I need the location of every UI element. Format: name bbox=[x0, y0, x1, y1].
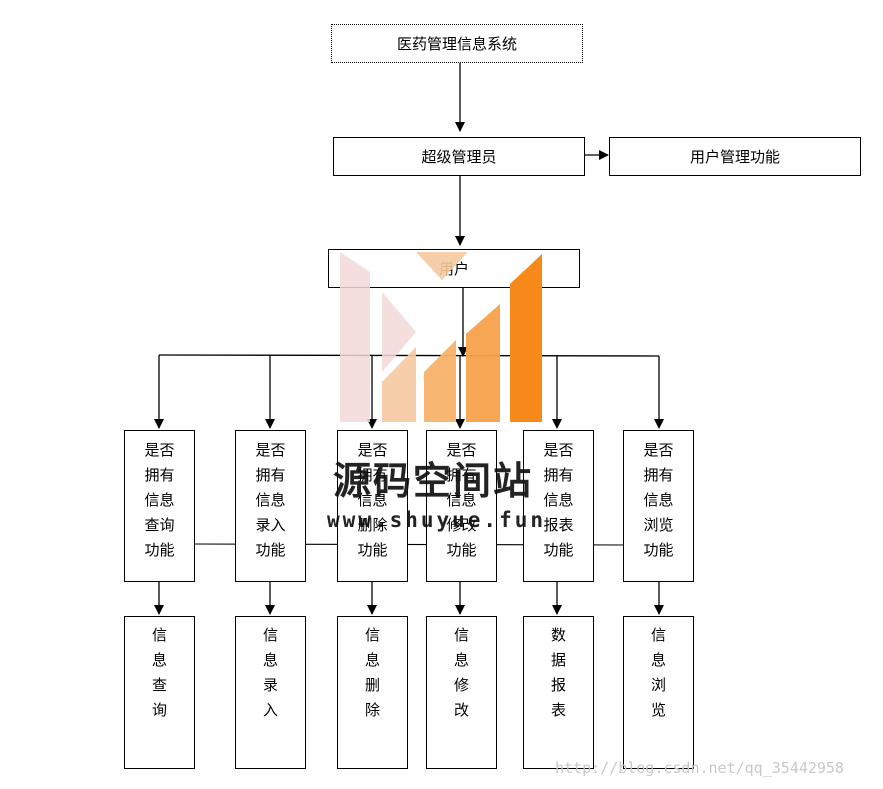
function-label: 信 息 录 入 bbox=[262, 626, 278, 719]
node-user-management: 用户管理功能 bbox=[609, 137, 861, 176]
node-super-admin: 超级管理员 bbox=[333, 137, 585, 176]
watermark-title: 源码空间站 bbox=[333, 459, 534, 503]
permission-label: 是否 拥有 信息 删除 功能 bbox=[357, 441, 388, 559]
permission-box-report: 是否 拥有 信息 报表 功能 bbox=[523, 430, 594, 582]
node-user-management-label: 用户管理功能 bbox=[689, 148, 780, 166]
permission-label: 是否 拥有 信息 录入 功能 bbox=[255, 441, 286, 559]
watermark-logo-shape bbox=[416, 252, 468, 280]
function-box-query: 信 息 查 询 bbox=[124, 616, 195, 769]
permission-box-entry: 是否 拥有 信息 录入 功能 bbox=[235, 430, 306, 582]
function-label: 信 息 修 改 bbox=[453, 626, 469, 719]
node-super-admin-label: 超级管理员 bbox=[421, 148, 497, 166]
function-label: 数 据 报 表 bbox=[550, 626, 566, 719]
watermark-logo-shape bbox=[382, 292, 416, 372]
permission-label: 是否 拥有 信息 修改 功能 bbox=[446, 441, 477, 559]
function-box-delete: 信 息 删 除 bbox=[337, 616, 408, 769]
function-label: 信 息 浏 览 bbox=[650, 626, 666, 719]
permission-label: 是否 拥有 信息 查询 功能 bbox=[144, 441, 175, 559]
permission-box-delete: 是否 拥有 信息 删除 功能 bbox=[337, 430, 408, 582]
permission-label: 是否 拥有 信息 报表 功能 bbox=[543, 441, 574, 559]
watermark-logo-shape bbox=[340, 252, 370, 422]
watermark-logo bbox=[340, 252, 542, 422]
function-label: 信 息 查 询 bbox=[151, 626, 167, 719]
watermark-logo-shape bbox=[466, 304, 500, 422]
permission-box-modify: 是否 拥有 信息 修改 功能 bbox=[426, 430, 497, 582]
node-root: 医药管理信息系统 bbox=[331, 24, 583, 63]
function-box-entry: 信 息 录 入 bbox=[235, 616, 306, 769]
watermark-logo-shape bbox=[382, 347, 416, 422]
permission-box-query: 是否 拥有 信息 查询 功能 bbox=[124, 430, 195, 582]
csdn-watermark: http://blog.csdn.net/qq_35442958 bbox=[555, 759, 844, 777]
watermark-logo-shape bbox=[510, 254, 542, 422]
function-box-modify: 信 息 修 改 bbox=[426, 616, 497, 769]
watermark-url: www.shuyue.fun bbox=[327, 508, 547, 532]
function-box-report: 数 据 报 表 bbox=[523, 616, 594, 769]
node-root-label: 医药管理信息系统 bbox=[396, 35, 517, 53]
function-label: 信 息 删 除 bbox=[364, 626, 380, 719]
function-box-browse: 信 息 浏 览 bbox=[623, 616, 694, 769]
watermark-logo-shape bbox=[424, 340, 456, 422]
permission-box-browse: 是否 拥有 信息 浏览 功能 bbox=[623, 430, 694, 582]
permission-label: 是否 拥有 信息 浏览 功能 bbox=[643, 441, 674, 559]
